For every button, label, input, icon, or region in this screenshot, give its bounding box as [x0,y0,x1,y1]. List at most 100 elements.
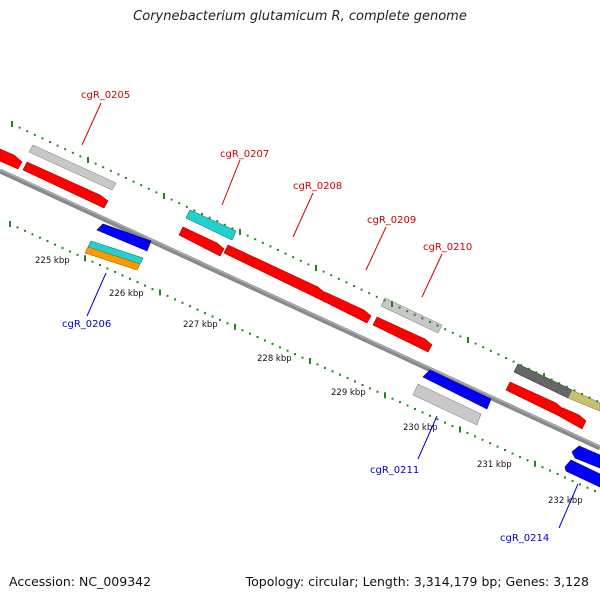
minor-tick [132,180,135,183]
major-tick [87,157,89,163]
feature-cyan[interactable] [185,209,237,241]
gene-label-cgR_0208[interactable]: cgR_0208 [293,181,342,192]
minor-tick [520,364,523,367]
minor-tick [147,187,150,190]
minor-tick [294,353,296,356]
minor-tick [140,184,143,187]
minor-tick [406,404,409,407]
minor-tick [353,285,355,287]
minor-tick [466,431,469,434]
feature-blue[interactable] [564,459,600,488]
minor-tick [391,397,394,400]
minor-tick [527,367,530,370]
minor-tick [414,408,416,410]
feature-khaki[interactable] [567,389,600,412]
feature-red[interactable] [22,161,109,209]
gene-label-cgR_0207[interactable]: cgR_0207 [220,149,269,160]
minor-tick [196,308,199,311]
minor-tick [151,288,154,291]
major-tick [309,358,311,364]
minor-tick [550,378,553,381]
minor-tick [26,130,29,133]
leader-line [421,253,443,298]
major-tick [315,265,317,271]
feature-blue[interactable] [571,445,600,469]
feature-red[interactable] [320,291,372,324]
minor-tick [284,252,287,255]
minor-tick [571,479,574,482]
kbp-label: 231 kbp [477,460,512,470]
minor-tick [223,223,226,226]
minor-tick [474,342,477,345]
minor-tick [581,393,583,395]
minor-tick [249,332,251,335]
gene-label-cgR_0209[interactable]: cgR_0209 [367,215,416,226]
major-tick [159,289,161,296]
major-tick [467,337,469,343]
gene-labels: cgR_0205 cgR_0207 cgR_0208 cgR_0209 cgR_… [62,90,549,544]
minor-tick [594,490,596,493]
minor-tick [76,253,79,256]
minor-tick [451,331,454,334]
leader-line [417,415,438,460]
major-tick [11,121,13,127]
kbp-label: 225 kbp [35,256,70,266]
minor-tick [49,141,51,143]
major-tick [163,193,165,199]
minor-tick [526,459,529,462]
minor-tick [549,469,551,472]
minor-tick [241,329,244,332]
feature-red[interactable] [372,316,433,353]
minor-tick [316,363,319,366]
minor-tick [345,281,348,284]
minor-tick [271,342,274,345]
minor-tick [596,400,599,403]
minor-tick [79,155,82,158]
genome-backbone [0,168,600,451]
minor-tick [178,202,181,205]
minor-tick [170,198,173,201]
minor-tick [24,229,26,232]
minor-tick [166,294,169,297]
minor-tick [46,240,49,243]
genome-summary-text: Topology: circular; Length: 3,314,179 bp… [245,574,589,589]
gene-label-cgR_0205[interactable]: cgR_0205 [81,90,130,101]
minor-tick [16,226,19,229]
minor-tick [331,370,334,373]
minor-tick [330,274,333,277]
minor-tick [256,336,259,338]
minor-tick [361,384,364,386]
feature-blue[interactable] [96,223,152,252]
gene-label-cgR_0206[interactable]: cgR_0206 [62,319,111,330]
feature-red[interactable] [178,226,225,257]
minor-tick [155,191,158,194]
feature-grey[interactable] [28,144,117,191]
minor-tick [497,353,500,356]
minor-tick [181,301,184,304]
gene-label-cgR_0210[interactable]: cgR_0210 [423,242,472,253]
feature-red[interactable] [558,407,587,430]
gene-label-cgR_0214[interactable]: cgR_0214 [500,533,549,544]
minor-tick [496,445,499,448]
feature-red[interactable] [0,148,23,170]
minor-tick [279,346,281,349]
minor-tick [208,216,211,219]
feature-red[interactable] [223,244,326,301]
major-tick [84,255,86,262]
minor-tick [541,466,544,469]
kbp-label: 230 kbp [403,423,438,433]
feature-blue[interactable] [422,369,492,410]
feature-track-forward [0,144,600,430]
feature-grey[interactable] [380,297,443,334]
minor-tick [69,250,71,253]
minor-tick [399,401,401,404]
minor-tick [354,380,356,383]
minor-tick [360,288,363,291]
minor-tick [286,349,289,352]
feature-grey[interactable] [412,383,482,426]
feature-orange[interactable] [84,246,141,271]
minor-tick [121,274,124,277]
major-tick [391,301,393,307]
gene-label-cgR_0211[interactable]: cgR_0211 [370,465,419,476]
minor-tick [512,360,515,363]
